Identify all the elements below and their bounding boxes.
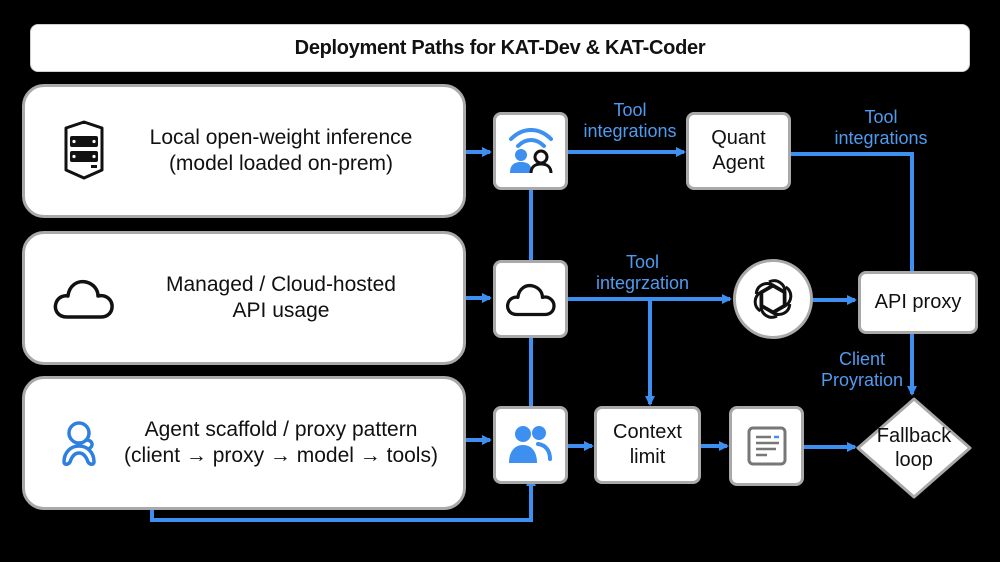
- context-limit-line2: limit: [629, 446, 666, 468]
- path-local-inference: Local open-weight inference (model loade…: [22, 84, 466, 218]
- edge-label-line: integrzation: [595, 273, 690, 293]
- fallback-loop-line2: loop: [895, 449, 933, 471]
- edge-quant-to-apiproxy: [790, 152, 917, 282]
- quant-agent-line2: Agent: [712, 152, 765, 174]
- path-cloud-line2: API usage: [232, 299, 330, 322]
- server-icon: [49, 116, 119, 186]
- fallback-loop-text: Fallback loop: [854, 424, 974, 472]
- path-local-line1: Local open-weight inference: [149, 126, 413, 149]
- node-wifi-users: [493, 112, 568, 190]
- path-agent-scaffold: Agent scaffold / proxy pattern (client →…: [22, 376, 466, 510]
- diagram-title: Deployment Paths for KAT-Dev & KAT-Coder: [294, 36, 706, 59]
- users-icon: [508, 426, 552, 463]
- path-cloud-api: Managed / Cloud-hosted API usage: [22, 231, 466, 365]
- document-icon: [747, 426, 786, 466]
- path-cloud-line1: Managed / Cloud-hosted: [166, 273, 396, 296]
- node-context-limit: Context limit: [594, 406, 701, 484]
- edge-label-line: Tool: [625, 252, 660, 272]
- edge-agent-loop-to-users: [150, 476, 536, 522]
- path-agent-line1: Agent scaffold / proxy pattern: [144, 418, 418, 441]
- node-openai: [733, 259, 813, 339]
- wifi-users-icon: [508, 128, 553, 174]
- edge-label-tool-integration-mid: Tool integrzation: [585, 252, 700, 294]
- node-cloud: [493, 260, 568, 338]
- path-local-line2: (model loaded on-prem): [168, 152, 394, 175]
- openai-logo-icon: [753, 279, 793, 319]
- api-proxy-label: API proxy: [874, 291, 962, 313]
- edge-label-tool-integrations-1: Tool integrations: [575, 100, 685, 142]
- edge-label-line: Tool: [613, 100, 647, 120]
- edge-label-client-proyration: Client Proyration: [812, 349, 912, 391]
- node-fallback-loop: [856, 397, 972, 499]
- edge-label-line: Proyration: [820, 370, 904, 390]
- diagram-title-bar: Deployment Paths for KAT-Dev & KAT-Coder: [30, 24, 970, 72]
- cloud-icon: [505, 283, 556, 317]
- edge-label-tool-integrations-2: Tool integrations: [822, 107, 940, 149]
- node-document: [729, 406, 804, 486]
- context-limit-line1: Context: [613, 421, 682, 443]
- path-agent-line2: (client → proxy → model → tools): [124, 444, 438, 467]
- edge-label-line: Client: [838, 349, 886, 369]
- edge-label-line: integrations: [583, 121, 677, 141]
- node-users: [493, 406, 568, 484]
- quant-agent-line1: Quant: [711, 127, 766, 149]
- agent-user-icon: [49, 408, 119, 478]
- cloud-icon: [49, 263, 119, 333]
- edge-label-line: integrations: [834, 128, 928, 148]
- node-quant-agent: Quant Agent: [686, 112, 791, 190]
- fallback-loop-line1: Fallback: [876, 425, 952, 447]
- node-api-proxy: API proxy: [858, 271, 978, 334]
- edge-label-line: Tool: [864, 107, 898, 127]
